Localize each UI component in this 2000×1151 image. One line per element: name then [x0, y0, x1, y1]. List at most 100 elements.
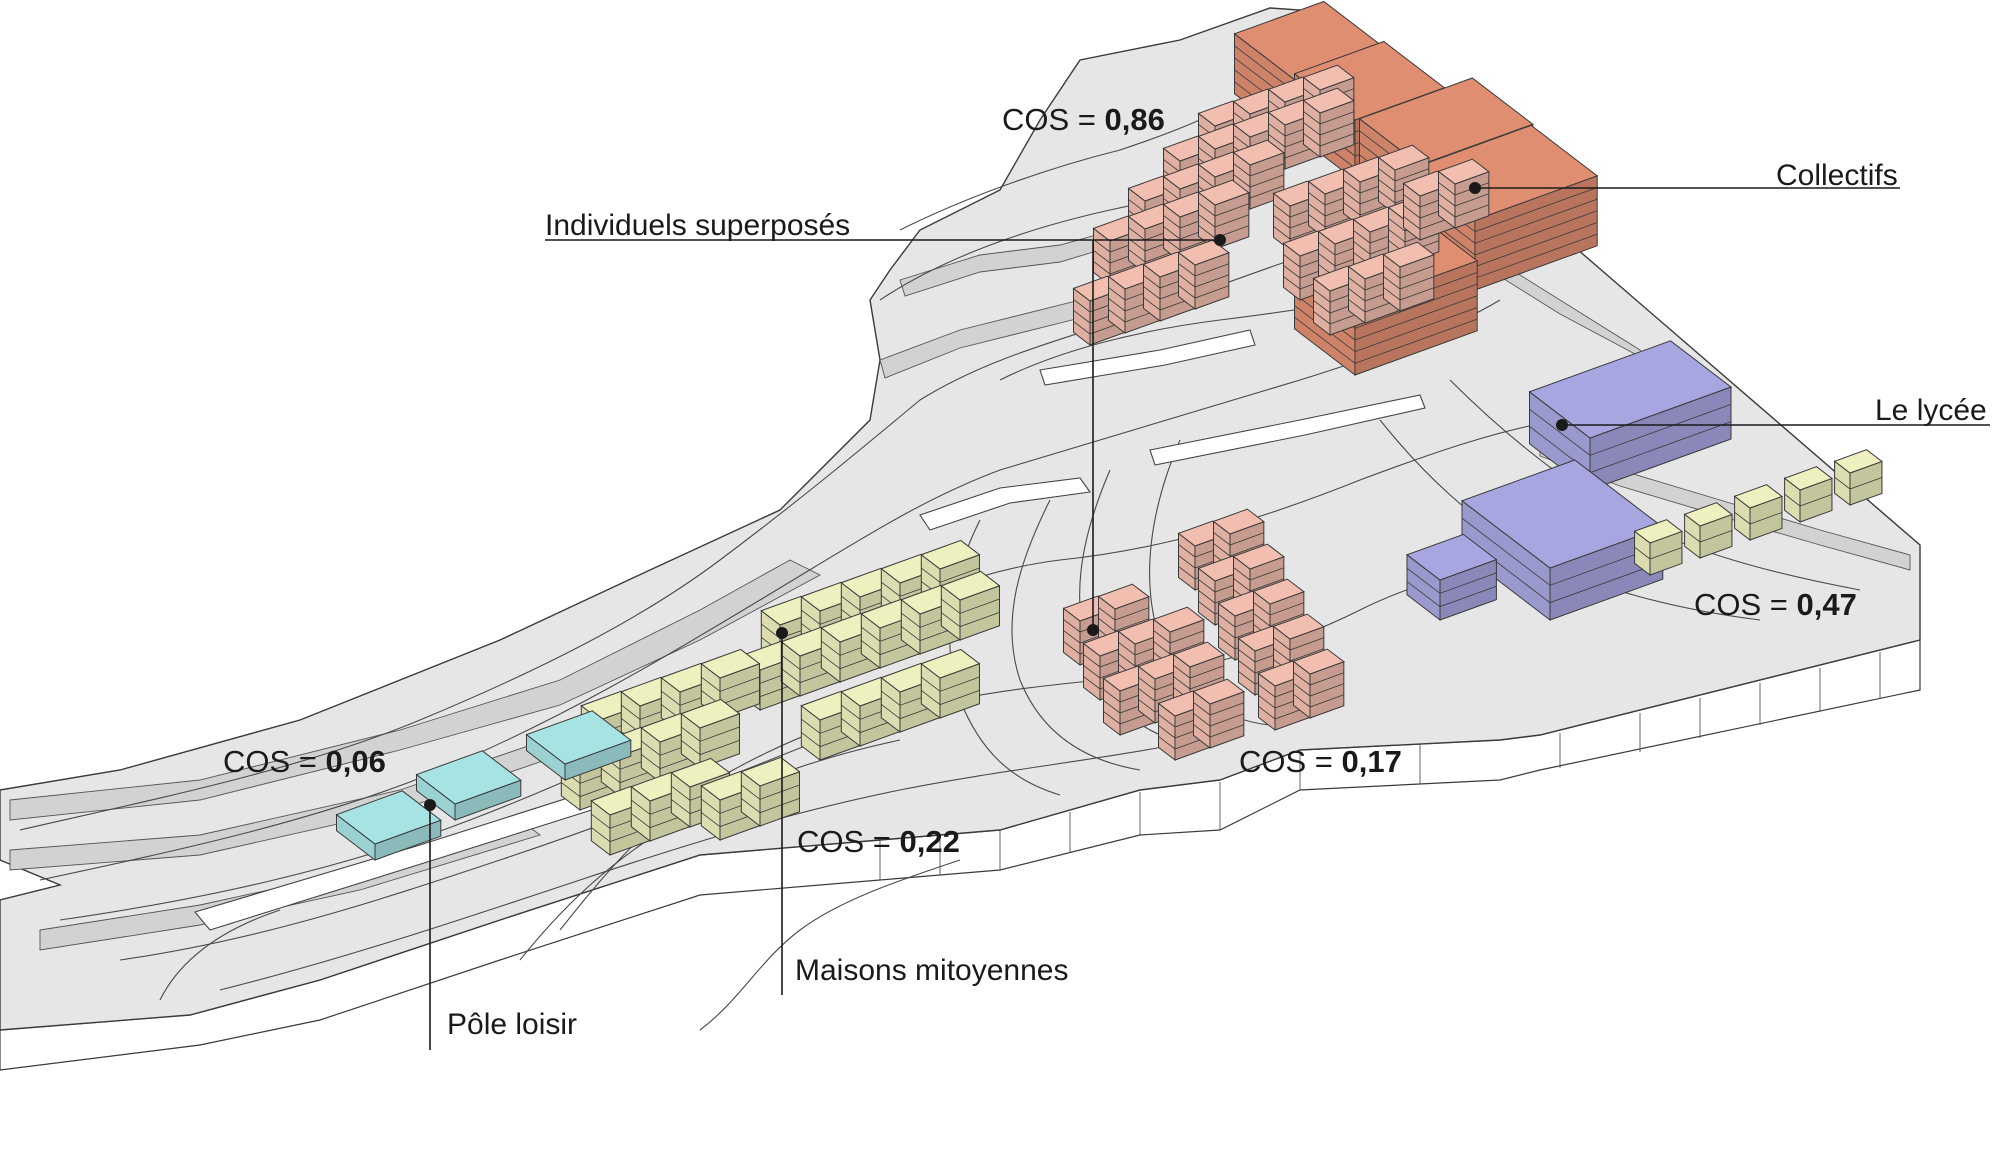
individuel-upper-26-floor-line — [1438, 204, 1489, 218]
label-collectifs: Collectifs — [1776, 159, 1898, 192]
individuel-lower-1-floor-line — [1213, 532, 1264, 546]
individuel-upper-8-floor-line — [1303, 122, 1354, 136]
individuel-lower-5-floor-line — [1253, 613, 1304, 627]
individuel-upper-29-floor-line — [1143, 297, 1194, 311]
individuel-lower-7-floor-line — [1098, 618, 1149, 632]
individuel-upper-33-floor-line — [1383, 287, 1434, 301]
maison-6-floor-line — [781, 668, 840, 684]
leader-dot-collectifs — [1469, 182, 1481, 194]
maison-27-floor-line — [741, 784, 800, 800]
cos-individuels: COS = 0,17 — [1239, 744, 1402, 779]
individuel-upper-18-floor-line — [1128, 249, 1179, 263]
maisons-mitoyennes-buildings — [560, 539, 1001, 857]
individuel-lower-1-floor-line — [1213, 543, 1264, 557]
individuel-lower-19-floor-line — [1293, 694, 1344, 708]
individuel-lower-19-roof — [1292, 648, 1345, 675]
maison-19-floor-line — [591, 827, 650, 843]
individuel-upper-26-roof — [1437, 158, 1490, 185]
maison-10-floor-line — [941, 598, 1000, 614]
individuel-upper-31-floor-line — [1313, 311, 1364, 325]
label-pole-loisir: Pôle loisir — [447, 1008, 577, 1041]
maison-27-floor-line — [741, 798, 800, 814]
cos-collectifs: COS = 0,86 — [1002, 102, 1165, 137]
individuel-lower-10-floor-line — [1153, 641, 1204, 655]
maison-26-floor-line — [701, 812, 760, 828]
lycee-house-3-floor-line — [1784, 493, 1833, 507]
leader-dot-individuels-upper — [1214, 234, 1226, 246]
lycee-house-4-roof — [1833, 449, 1883, 474]
individuel-upper-19-floor-line — [1163, 237, 1214, 251]
pole-loisir-buildings — [335, 710, 632, 862]
individuel-lower-13-floor-line — [1173, 676, 1224, 690]
individuel-upper-33-floor-line — [1383, 265, 1434, 279]
maison-9-floor-line — [901, 626, 960, 642]
maison-24-floor-line — [881, 704, 940, 720]
lycee-wing-upper-floor-line — [1529, 403, 1732, 456]
maison-27-roof — [740, 756, 801, 787]
lycee-house-1-roof — [1683, 502, 1733, 527]
individuel-upper-32-floor-line — [1348, 299, 1399, 313]
roads — [194, 329, 1426, 931]
lycee-adjacent-houses — [1633, 449, 1883, 577]
maison-10-floor-line — [941, 612, 1000, 628]
individuel-lower-19-floor-line — [1293, 672, 1344, 686]
individuel-upper-33-floor-line — [1383, 276, 1434, 290]
lycee-house-4-floor-line — [1834, 476, 1883, 490]
lycee-house-2-floor-line — [1734, 511, 1783, 525]
individuel-lower-15-floor-line — [1193, 724, 1244, 738]
maison-17-floor-line — [641, 754, 700, 770]
individuel-upper-12-roof — [1232, 139, 1285, 166]
collectif-2-roof — [1358, 77, 1534, 166]
individuel-upper-8-roof — [1302, 87, 1355, 114]
label-individuels-superposes: Individuels superposés — [545, 209, 850, 242]
individuel-lower-15-roof — [1192, 678, 1245, 705]
individuel-lower-5-roof — [1252, 578, 1305, 605]
individuel-lower-7-floor-line — [1098, 607, 1149, 621]
individuel-upper-30-floor-line — [1178, 274, 1229, 288]
individuel-lower-10-floor-line — [1153, 630, 1204, 644]
lycee-wing-lower-roof — [1460, 459, 1664, 569]
individuel-lower-11-floor-line — [1103, 711, 1154, 725]
maison-8-floor-line — [861, 640, 920, 656]
lycee-wing-lower-floor-line — [1461, 517, 1663, 586]
individuels-superposes-buildings-upper — [1072, 64, 1490, 347]
individuel-upper-16-floor-line — [1378, 168, 1429, 182]
maison-16-floor-line — [601, 768, 660, 784]
leader-dot-maisons — [776, 627, 788, 639]
cross-road — [1149, 394, 1426, 466]
individuel-lower-17-floor-line — [1273, 637, 1324, 651]
individuel-lower-13-floor-line — [1173, 665, 1224, 679]
individuel-upper-20-floor-line — [1198, 214, 1249, 228]
individuel-upper-28-floor-line — [1108, 309, 1159, 323]
individuel-lower-5-floor-line — [1253, 602, 1304, 616]
individuel-upper-3-roof — [1302, 64, 1355, 91]
cos-labels: COS = 0,86 COS = 0,47 COS = 0,17 COS = 0… — [223, 102, 1857, 859]
individuel-upper-8-floor-line — [1303, 133, 1354, 147]
individuel-upper-13-floor-line — [1273, 226, 1324, 240]
lycee-link-floor-line — [1406, 581, 1497, 608]
individuel-lower-15-floor-line — [1193, 713, 1244, 727]
lycee-buildings — [1405, 340, 1733, 622]
lycee-house-1-floor-line — [1684, 529, 1733, 543]
lycee-house-0-roof — [1633, 519, 1683, 544]
pole-loisir-0-roof — [335, 790, 442, 845]
individuel-lower-17-roof — [1272, 613, 1325, 640]
maison-25-floor-line — [921, 676, 980, 692]
middle-road — [919, 477, 1091, 531]
individuel-upper-26-floor-line — [1438, 193, 1489, 207]
maison-4-floor-line — [921, 567, 980, 583]
cos-maisons: COS = 0,22 — [797, 824, 960, 859]
individuel-upper-17-floor-line — [1093, 261, 1144, 275]
maison-4-roof — [920, 539, 981, 570]
collectif-4-floor-line — [1294, 316, 1478, 364]
maison-20-floor-line — [631, 813, 690, 829]
leader-dot-lycee — [1556, 419, 1568, 431]
maison-21-roof — [670, 757, 731, 788]
individuel-upper-30-floor-line — [1178, 285, 1229, 299]
maison-14-roof — [700, 648, 761, 679]
lycee-wing-upper-roof — [1528, 340, 1733, 439]
pole-loisir-2-roof — [525, 710, 632, 765]
individuel-lower-19-floor-line — [1293, 683, 1344, 697]
individuel-upper-16-roof — [1377, 144, 1430, 171]
maison-18-floor-line — [681, 726, 740, 742]
